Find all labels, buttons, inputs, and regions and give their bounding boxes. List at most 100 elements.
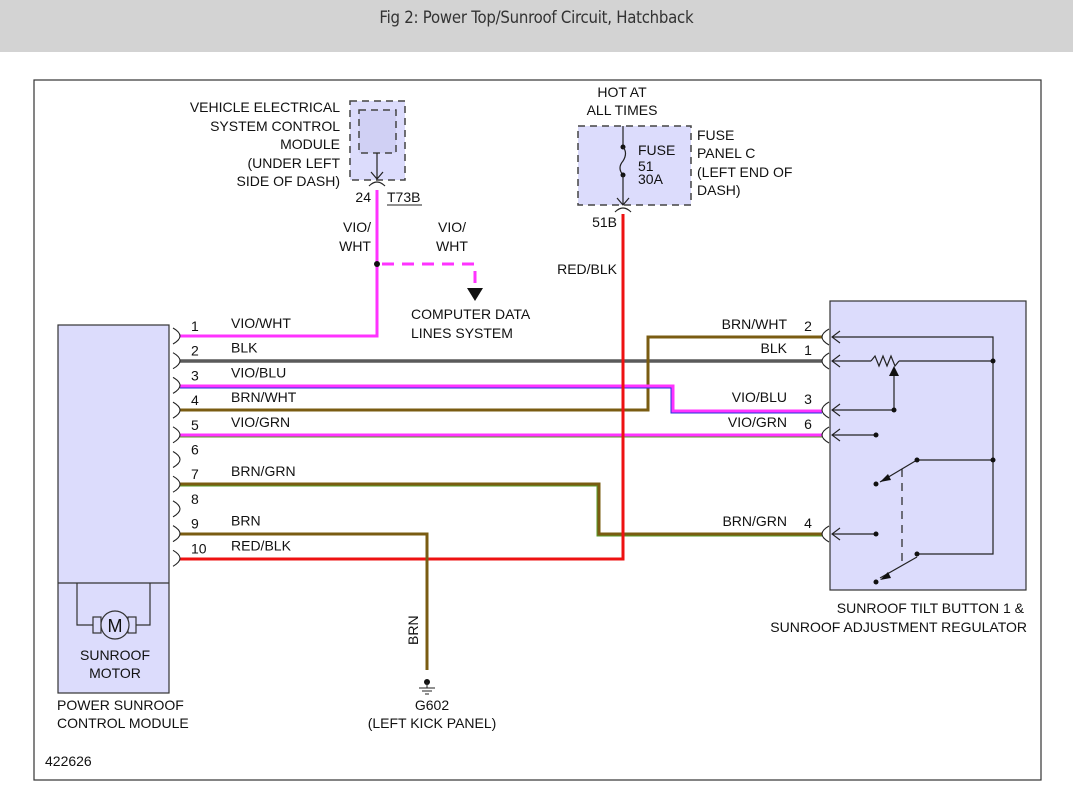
connector-cup-icon — [821, 328, 830, 346]
pin-number: 6 — [191, 442, 199, 458]
connector-arrow-icon — [831, 354, 841, 368]
motor-label: SUNROOF — [80, 647, 150, 663]
tilt-button-label: SUNROOF TILT BUTTON 1 & — [837, 600, 1025, 616]
wire-label: RED/BLK — [231, 537, 292, 553]
connector-cup-icon — [172, 401, 181, 419]
pin-number: 3 — [191, 367, 199, 383]
fuse-panel-label: PANEL C — [697, 145, 755, 161]
wire-label: VIO/GRN — [728, 414, 787, 430]
wire-brn-grn — [180, 482, 822, 537]
connector-cup-icon — [172, 525, 181, 543]
tilt-button-label: SUNROOF ADJUSTMENT REGULATOR — [770, 619, 1027, 635]
pin-number: 5 — [191, 417, 199, 433]
control-module-label: POWER SUNROOF — [57, 697, 184, 713]
connector-cup-icon — [614, 207, 632, 213]
ground-g602: BRN G602 (LEFT KICK PANEL) — [368, 615, 497, 731]
data-lines-label: LINES SYSTEM — [411, 325, 513, 341]
figure-title: Fig 2: Power Top/Sunroof Circuit, Hatchb… — [379, 8, 694, 28]
wire-vio-wht — [180, 190, 379, 338]
fuse-panel-label: FUSE — [697, 127, 734, 143]
pin-number: 2 — [191, 343, 199, 359]
connector-cup-icon — [172, 500, 181, 518]
fuse-panel-c: HOT AT ALL TIMES FUSE 51 30A FUSE PANEL … — [557, 84, 792, 277]
vescm-label-line: MODULE — [280, 136, 340, 152]
vescm-label-line: SYSTEM CONTROL — [210, 118, 340, 134]
wire-label: BRN/GRN — [722, 513, 787, 529]
fuse-label: FUSE — [638, 142, 675, 158]
control-module-pin: 6 — [172, 442, 199, 468]
wires — [180, 190, 822, 670]
control-module-pin: 5 VIO/GRN — [172, 414, 290, 444]
wire-label: BLK — [761, 340, 788, 356]
connector-cup-icon — [172, 451, 181, 468]
vehicle-electrical-system-control-module: VEHICLE ELECTRICAL SYSTEM CONTROL MODULE… — [190, 99, 531, 341]
pin-number: 9 — [191, 516, 199, 532]
wire-label: WHT — [339, 238, 371, 254]
wire-label: RED/BLK — [557, 261, 618, 277]
vescm-pin-number: 24 — [355, 189, 371, 205]
figure-id: 422626 — [45, 753, 92, 769]
wire-label: BRN — [231, 513, 261, 529]
wire-label: VIO/ — [343, 219, 371, 235]
switch-arrow-icon — [880, 572, 891, 580]
wire-label: BRN/WHT — [722, 316, 788, 332]
wire-vio-blu — [180, 384, 822, 414]
connector-arrow-icon — [831, 527, 841, 541]
control-module-label: CONTROL MODULE — [57, 715, 189, 731]
wire-label: VIO/BLU — [732, 389, 787, 405]
pin-number: 7 — [191, 466, 199, 482]
ground-label: (LEFT KICK PANEL) — [368, 715, 497, 731]
tilt-button-pin: 4 BRN/GRN — [722, 513, 841, 543]
vescm-connector-id: T73B — [387, 189, 420, 205]
power-sunroof-control-module: M SUNROOF MOTOR POWER SUNROOF CONTROL MO… — [57, 324, 189, 731]
wire-brn-ground — [180, 532, 429, 670]
data-lines-arrow-icon — [467, 288, 483, 301]
control-module-pin: 2 BLK — [172, 340, 258, 370]
connector-cup-icon — [172, 376, 181, 394]
splice-dot — [374, 261, 380, 267]
pin-number: 2 — [804, 318, 812, 334]
wire-red-blk — [180, 214, 625, 561]
wire-vio-wht-data-lines — [382, 262, 477, 284]
pin-number: 10 — [191, 540, 207, 556]
wire-label: VIO/GRN — [231, 414, 290, 430]
fuse-rating: 30A — [638, 171, 664, 187]
control-module-pin: 3 VIO/BLU — [172, 364, 286, 394]
fuse-connector-id: 51B — [592, 214, 617, 230]
connector-cup-icon — [821, 525, 830, 543]
pin-number: 6 — [804, 416, 812, 432]
ground-label: G602 — [415, 697, 449, 713]
wire-label: VIO/BLU — [231, 364, 286, 380]
fuse-number: 51 — [638, 158, 654, 174]
control-module-pin: 10 RED/BLK — [172, 537, 292, 567]
pin-number: 4 — [804, 515, 812, 531]
potentiometer-icon — [870, 354, 900, 368]
fuse-panel-label: (LEFT END OF — [697, 164, 792, 180]
hot-at-all-times-label: ALL TIMES — [587, 102, 658, 118]
figure-header: Fig 2: Power Top/Sunroof Circuit, Hatchb… — [0, 0, 1073, 52]
wire-label: BRN/GRN — [231, 463, 296, 479]
connector-cup-icon — [821, 401, 830, 419]
connector-cup-icon — [821, 352, 830, 370]
svg-text:M: M — [108, 616, 123, 636]
wire-label: WHT — [436, 238, 468, 254]
hot-at-all-times-label: HOT AT — [597, 84, 647, 100]
sunroof-tilt-button-regulator: SUNROOF TILT BUTTON 1 & SUNROOF ADJUSTME… — [770, 300, 1027, 635]
connector-cup-icon — [172, 549, 181, 567]
wire-vio-grn — [180, 433, 822, 438]
vescm-label-line: (UNDER LEFT — [247, 155, 340, 171]
connector-arrow-icon — [616, 197, 630, 206]
wire-label: BLK — [231, 340, 258, 356]
data-lines-label: COMPUTER DATA — [411, 306, 531, 322]
connector-cup-icon — [172, 352, 181, 370]
tilt-button-pin: 2 BRN/WHT — [722, 316, 841, 346]
pin-number: 8 — [191, 491, 199, 507]
control-module-pin: 8 — [172, 491, 199, 518]
switch-arrow-icon — [880, 474, 891, 482]
